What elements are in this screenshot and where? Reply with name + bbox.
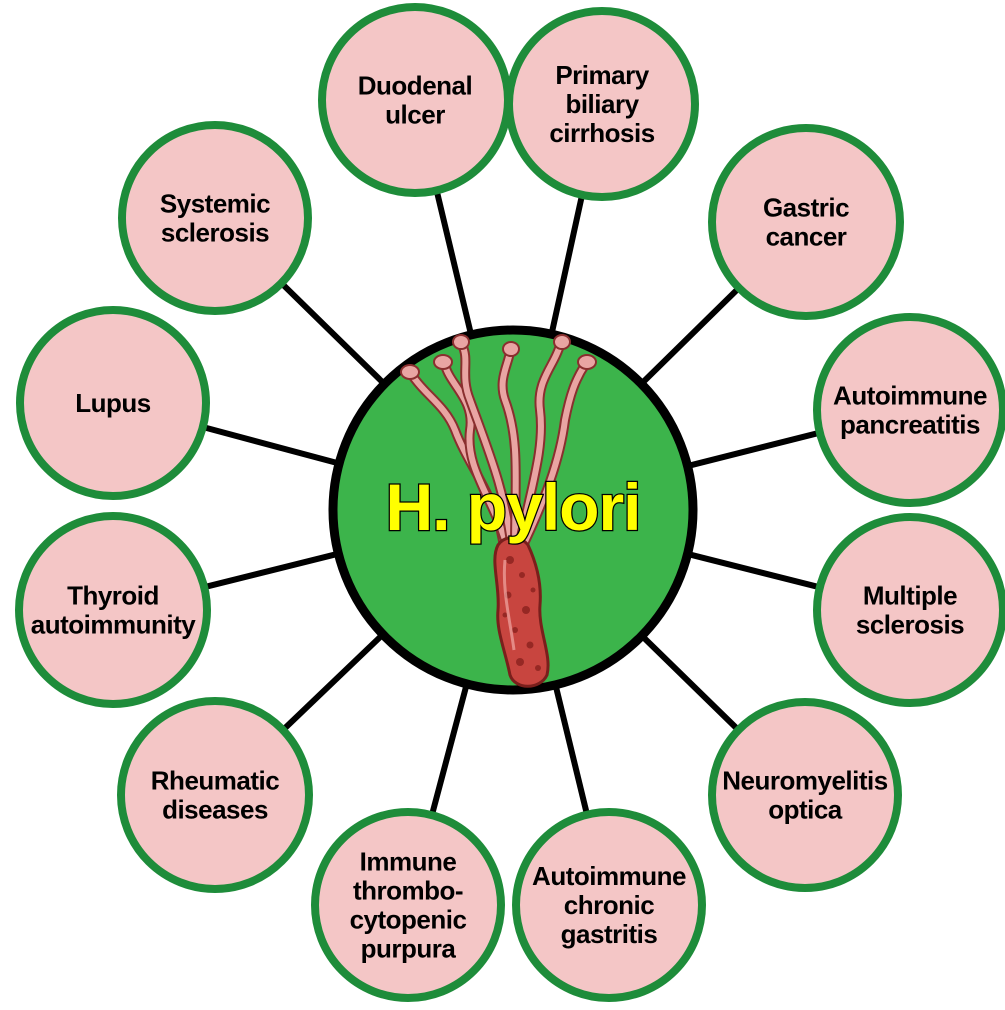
spoke-gastric-cancer — [641, 288, 739, 384]
node-label-line: Autoimmune — [833, 381, 987, 411]
node-label-line: Thyroid — [67, 581, 159, 611]
node-label-line: Gastric — [763, 193, 849, 223]
node-label-line: chronic — [564, 890, 654, 920]
node-label-line: optica — [768, 795, 843, 825]
node-label-line: Multiple — [863, 581, 957, 611]
spoke-primary-biliary-cirrhosis — [552, 195, 583, 334]
spoke-autoimmune-pancreatitis — [688, 433, 820, 466]
node-label-line: cirrhosis — [549, 118, 654, 148]
node-label-line: Immune — [360, 847, 457, 877]
node-lupus: Lupus — [20, 310, 206, 496]
hub-title: H. pylori — [385, 470, 640, 544]
node-label-line: Neuromyelitis — [722, 766, 887, 796]
spoke-systemic-sclerosis — [281, 283, 384, 384]
node-label-line: Duodenal — [358, 71, 472, 101]
node-label-line: biliary — [565, 89, 639, 119]
node-label-line: sclerosis — [856, 610, 964, 640]
spoke-thyroid-autoimmunity — [204, 554, 338, 588]
node-label-line: cancer — [766, 222, 847, 252]
node-label-line: purpura — [361, 934, 457, 964]
node-label-line: diseases — [162, 795, 268, 825]
spoke-neuromyelitis-optica — [642, 636, 739, 730]
spoke-lupus — [203, 427, 339, 463]
node-label-line: cytopenic — [350, 905, 467, 935]
spoke-duodenal-ulcer — [437, 190, 472, 334]
node-label-line: Autoimmune — [532, 861, 686, 891]
node-label-line: ulcer — [385, 100, 445, 130]
node-label-line: sclerosis — [161, 218, 269, 248]
spoke-multiple-sclerosis — [688, 554, 820, 587]
node-label-line: Rheumatic — [151, 766, 279, 796]
node-label-line: gastritis — [561, 919, 658, 949]
node-label-line: Primary — [555, 60, 649, 90]
spoke-autoimmune-chronic-gastritis — [556, 685, 588, 815]
node-label-line: pancreatitis — [840, 410, 980, 440]
node-label-line: Lupus — [75, 388, 151, 418]
hub-node: H. pylori — [333, 330, 693, 690]
node-label-line: autoimmunity — [31, 610, 196, 640]
spoke-rheumatic-diseases — [283, 634, 383, 730]
spoke-immune-thrombocytopenic-purpura — [432, 684, 467, 815]
node-label-line: Systemic — [160, 189, 270, 219]
node-label-line: thrombo- — [353, 876, 463, 906]
